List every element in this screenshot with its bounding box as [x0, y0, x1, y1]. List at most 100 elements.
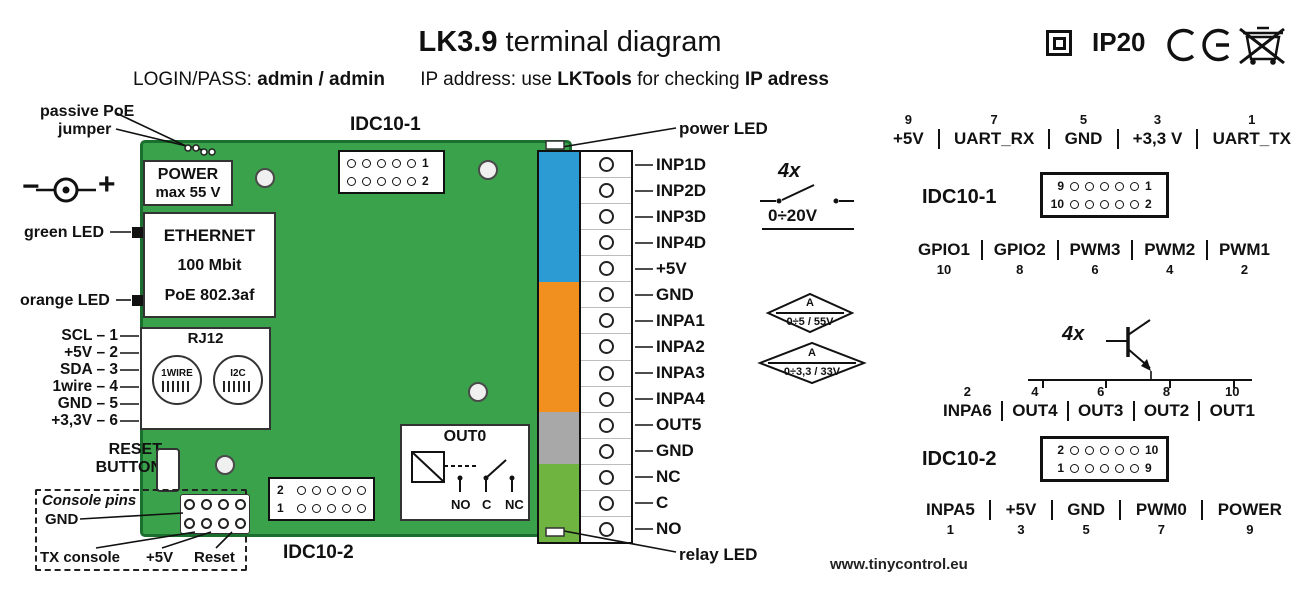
separator — [1132, 401, 1135, 421]
console-pin — [235, 499, 246, 510]
separator — [1196, 129, 1199, 149]
website-link[interactable]: www.tinycontrol.eu — [830, 556, 968, 573]
terminal[interactable] — [581, 387, 631, 413]
pin-hole — [297, 503, 306, 513]
terminal[interactable] — [581, 152, 631, 179]
diamond2-letter: A — [808, 347, 816, 359]
terminal[interactable] — [581, 178, 631, 205]
weee-icon — [1239, 26, 1285, 65]
diamond1-letter: A — [806, 297, 814, 309]
terminal[interactable] — [581, 282, 631, 309]
dc-jack-icon — [36, 177, 96, 203]
pin-hole — [1070, 445, 1079, 455]
ip-end: IP adress — [744, 69, 829, 90]
pin-number: 1 — [1248, 112, 1256, 127]
terminal[interactable] — [581, 439, 631, 465]
pin-label: PWM0 — [1135, 500, 1187, 519]
pin-hole — [327, 485, 336, 495]
pin-hole — [1100, 463, 1109, 473]
rj12-pin-sda: SDA – 3 — [59, 361, 118, 378]
pin-number: 3 — [1153, 112, 1162, 127]
pin-hole — [347, 158, 356, 168]
digital-input-block — [539, 152, 579, 282]
1wire-connector: 1WIRE — [152, 355, 202, 405]
minus-sign: − — [22, 170, 40, 203]
pin-hole — [312, 485, 321, 495]
power-max-voltage: max 55 V — [155, 183, 221, 201]
idc10-2-pinout: 2 10 1 9 — [1040, 436, 1169, 482]
terminal[interactable] — [581, 517, 631, 542]
terminal[interactable] — [581, 256, 631, 283]
terminal[interactable] — [581, 308, 631, 335]
terminal[interactable] — [581, 204, 631, 231]
terminal[interactable] — [581, 413, 631, 439]
terminal[interactable] — [581, 465, 631, 491]
pin-label: PWM1 — [1218, 240, 1270, 259]
idc-row: 2 — [347, 174, 436, 188]
pin-number: 5 — [1082, 522, 1090, 537]
terminal[interactable] — [581, 491, 631, 517]
relay-led-callout: relay LED — [679, 545, 758, 564]
pin-hole — [377, 176, 386, 186]
power-led-callout: power LED — [679, 119, 768, 138]
pin-hole — [357, 503, 366, 513]
pin-hole — [312, 503, 321, 513]
separator — [1131, 240, 1134, 260]
pin-label: +5V — [893, 129, 924, 148]
pin-cell: 3+3,3 V — [1133, 112, 1183, 149]
pin-hole — [1100, 199, 1109, 209]
pin-number: 2 — [1240, 262, 1249, 277]
idc10-2-panel-label: IDC10-2 — [922, 448, 997, 470]
ip-mid: for checking — [631, 69, 745, 90]
connector-pins-icon — [162, 381, 192, 392]
green-led-label: green LED — [24, 224, 105, 241]
reset-button[interactable] — [156, 448, 180, 492]
terminal[interactable] — [581, 230, 631, 257]
pin-number: 1 — [946, 522, 955, 537]
separator — [1050, 500, 1053, 520]
poe-jumper-label-line1: passive PoE — [40, 103, 135, 120]
separator — [1048, 129, 1051, 149]
pin-number: 2 — [963, 384, 972, 399]
screw-icon — [598, 287, 614, 303]
pin-hole — [1115, 181, 1124, 191]
idc10-2-connector: 2 1 — [268, 477, 375, 521]
terminal-label-out5: OUT5 — [656, 415, 702, 434]
out5-block — [539, 412, 579, 464]
separator — [1001, 401, 1004, 421]
idc-row: 10 2 — [1050, 197, 1159, 211]
pin-hole — [1100, 445, 1109, 455]
login-label: LOGIN/PASS: — [133, 69, 258, 90]
terminal-label-inp2d: INP2D — [656, 181, 707, 200]
pin-hole — [1070, 181, 1079, 191]
console-pin — [218, 518, 229, 529]
terminal[interactable] — [581, 334, 631, 361]
console-5v-label: +5V — [146, 549, 174, 566]
pin-number: 6 — [1097, 384, 1105, 399]
screw-icon — [598, 391, 614, 407]
pin-number: 2 — [1145, 197, 1152, 211]
pin-hole — [342, 485, 351, 495]
idc-row: 1 — [347, 156, 436, 170]
orange-led-label: orange LED — [20, 292, 110, 309]
pin-label: PWM3 — [1069, 240, 1121, 259]
pin-label: +5V — [1005, 500, 1037, 519]
terminal[interactable] — [581, 361, 631, 387]
separator — [1116, 129, 1119, 149]
pin-label: OUT2 — [1143, 401, 1190, 420]
terminal-screws — [579, 152, 631, 542]
separator — [1119, 500, 1122, 520]
idc-row: 1 9 — [1050, 461, 1159, 475]
screw-icon — [598, 365, 614, 381]
relay-nc-label: NC — [505, 497, 524, 512]
pin-number: 9 — [1057, 179, 1064, 193]
pin-number: 9 — [1246, 522, 1254, 537]
